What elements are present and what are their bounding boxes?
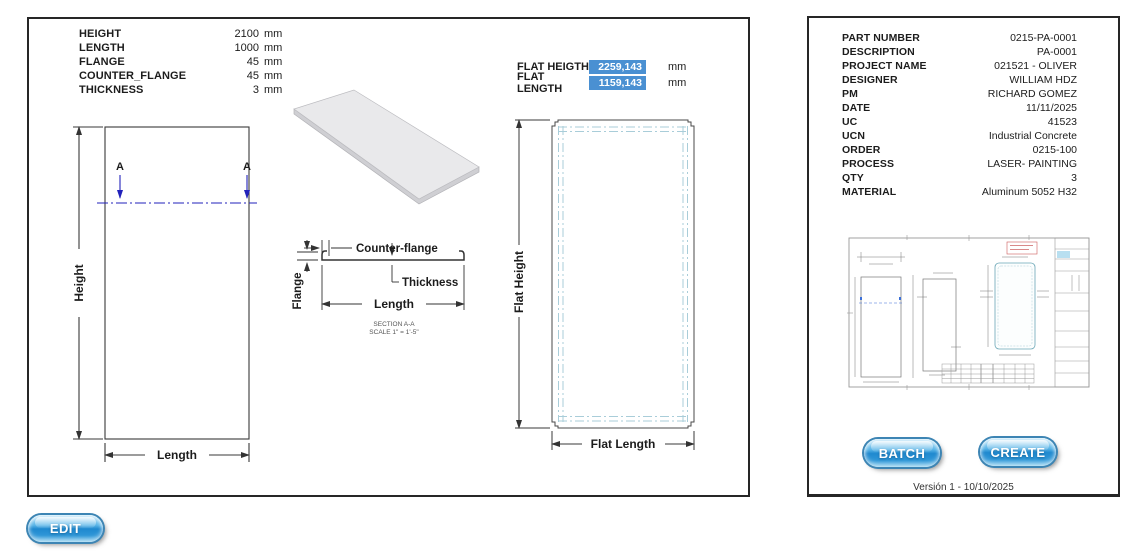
technical-drawing: Height Length A A: [72, 89, 695, 462]
parameter-value: 1000: [234, 42, 259, 54]
parameter-unit: mm: [264, 70, 283, 82]
flat-length-dim-label: Flat Length: [591, 437, 656, 451]
parameter-value: 45: [246, 56, 259, 68]
parameter-row: COUNTER_FLANGE 45 mm: [79, 69, 285, 83]
info-label: UCN: [842, 130, 866, 142]
info-label: DESIGNER: [842, 74, 898, 86]
info-row: PM RICHARD GOMEZ: [842, 87, 1077, 101]
flat-length-unit: mm: [668, 77, 687, 89]
info-row: PROCESS LASER- PAINTING: [842, 157, 1077, 171]
parameter-unit: mm: [264, 84, 283, 96]
create-button[interactable]: CREATE: [980, 438, 1056, 466]
parameter-row: THICKNESS 3 mm: [79, 83, 285, 97]
batch-button[interactable]: BATCH: [864, 439, 940, 467]
parameter-value: 2100: [234, 28, 259, 40]
info-row: DESIGNER WILLIAM HDZ: [842, 73, 1077, 87]
flat-length-label: FLAT LENGTH: [517, 71, 563, 95]
info-label: DATE: [842, 102, 871, 114]
info-row: QTY 3: [842, 171, 1077, 185]
parameter-value: 45: [246, 70, 259, 82]
counter-flange-label: Counter-flange: [356, 243, 438, 255]
thumb-title-block: [1054, 237, 1090, 388]
formed-view: [73, 126, 257, 462]
flange-label: Flange: [292, 272, 304, 309]
info-value: WILLIAM HDZ: [1009, 74, 1077, 86]
parameter-value: 3: [252, 84, 259, 96]
section-view: [297, 240, 465, 310]
flat-heigth-label: FLAT HEIGTH: [517, 61, 589, 73]
info-value: RICHARD GOMEZ: [987, 88, 1077, 100]
parameter-unit: mm: [264, 28, 283, 40]
flat-result-row: FLAT HEIGTH 2259,143 mm: [517, 60, 707, 74]
info-label: ORDER: [842, 144, 881, 156]
info-label: PROCESS: [842, 158, 895, 170]
info-row: ORDER 0215-100: [842, 143, 1077, 157]
flat-result-row: FLAT LENGTH 1159,143 mm: [517, 71, 707, 95]
thumb-bottom-table: [941, 363, 1035, 384]
thumb-logo: [1057, 251, 1070, 258]
section-length-label: Length: [374, 297, 414, 311]
length-dim-label: Length: [157, 448, 197, 462]
drawing-thumbnail: [847, 235, 1090, 390]
info-row: MATERIAL Aluminum 5052 H32: [842, 185, 1077, 199]
info-value: 0215-100: [1032, 144, 1077, 156]
flat-pattern-view: [515, 119, 695, 450]
parameter-table: HEIGHT 2100 mm LENGTH 1000 mm FLANGE 45 …: [79, 27, 285, 97]
parameter-label: LENGTH: [79, 42, 125, 54]
info-panel: PART NUMBER 0215-PA-0001 DESCRIPTION PA-…: [807, 16, 1120, 497]
info-label: DESCRIPTION: [842, 46, 915, 58]
section-caption: SECTION A-A: [373, 321, 415, 328]
drawing-panel: HEIGHT 2100 mm LENGTH 1000 mm FLANGE 45 …: [27, 17, 750, 497]
thickness-label: Thickness: [402, 277, 458, 289]
parameter-label: COUNTER_FLANGE: [79, 70, 187, 82]
section-marker-a-left: A: [116, 161, 124, 173]
info-value: 3: [1071, 172, 1077, 184]
info-label: UC: [842, 116, 858, 128]
parameter-unit: mm: [264, 56, 283, 68]
flat-heigth-unit: mm: [668, 61, 687, 73]
parameter-label: THICKNESS: [79, 84, 144, 96]
thumb-flat-view: [980, 256, 1049, 356]
flat-length-field[interactable]: 1159,143: [589, 76, 646, 90]
info-row: DESCRIPTION PA-0001: [842, 45, 1077, 59]
info-value: PA-0001: [1036, 46, 1077, 58]
parameter-unit: mm: [264, 42, 283, 54]
info-value: 11/11/2025: [1026, 102, 1077, 114]
thumb-red-stamp: [1006, 241, 1038, 255]
info-row: UC 41523: [842, 115, 1077, 129]
height-dim-label: Height: [72, 264, 86, 301]
info-row: PROJECT NAME 021521 - OLIVER: [842, 59, 1077, 73]
parameter-label: FLANGE: [79, 56, 125, 68]
flat-results-table: FLAT HEIGTH 2259,143 mm FLAT LENGTH 1159…: [517, 60, 707, 95]
section-marker-a-right: A: [243, 161, 251, 173]
flat-height-dim-label: Flat Height: [512, 251, 526, 313]
info-label: PM: [842, 88, 858, 100]
info-label: QTY: [842, 172, 864, 184]
info-value: Industrial Concrete: [988, 130, 1077, 142]
info-label: PROJECT NAME: [842, 60, 927, 72]
info-value: 021521 - OLIVER: [994, 60, 1077, 72]
parameter-row: HEIGHT 2100 mm: [79, 27, 285, 41]
flat-heigth-field[interactable]: 2259,143: [589, 60, 646, 74]
info-row: PART NUMBER 0215-PA-0001: [842, 31, 1077, 45]
parameter-row: FLANGE 45 mm: [79, 55, 285, 69]
parameter-label: HEIGHT: [79, 28, 122, 40]
info-row: UCN Industrial Concrete: [842, 129, 1077, 143]
info-value: 0215-PA-0001: [1010, 32, 1077, 44]
info-value: LASER- PAINTING: [987, 158, 1077, 170]
edit-button[interactable]: EDIT: [28, 515, 103, 542]
section-scale-caption: SCALE 1" = 1'-5": [369, 329, 419, 336]
thumb-middle-view: [917, 272, 961, 376]
part-info-table: PART NUMBER 0215-PA-0001 DESCRIPTION PA-…: [842, 31, 1077, 199]
info-label: MATERIAL: [842, 186, 897, 198]
isometric-sheet-view: [293, 89, 480, 205]
thumb-formed-view: [854, 252, 905, 383]
info-row: DATE 11/11/2025: [842, 101, 1077, 115]
info-label: PART NUMBER: [842, 32, 920, 44]
info-value: 41523: [1047, 116, 1077, 128]
parameter-row: LENGTH 1000 mm: [79, 41, 285, 55]
version-text: Versión 1 - 10/10/2025: [913, 482, 1014, 493]
info-value: Aluminum 5052 H32: [981, 186, 1077, 198]
